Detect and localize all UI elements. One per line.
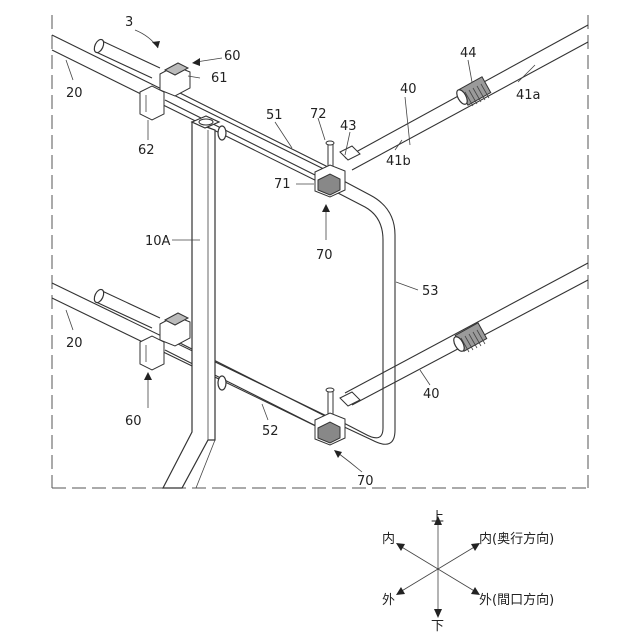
post-stubs	[218, 126, 226, 390]
arrow-70-bottom	[334, 450, 362, 472]
post-10A	[163, 116, 219, 488]
label-20-top: 20	[66, 86, 83, 101]
label-44: 44	[460, 46, 477, 61]
compass-up-label: 上	[431, 510, 444, 525]
label-40-top: 40	[400, 82, 417, 97]
pipe-52	[165, 338, 325, 428]
label-53: 53	[422, 284, 439, 299]
arrow-60-top	[192, 58, 222, 66]
label-41a: 41a	[516, 88, 541, 103]
label-3: 3	[125, 15, 133, 30]
label-52: 52	[262, 424, 279, 439]
label-40-bottom: 40	[423, 387, 440, 402]
arrow-60-bottom	[144, 372, 152, 408]
label-72: 72	[310, 107, 327, 122]
compass-outer-left-label: 外	[382, 593, 395, 608]
lower-pipe-40	[345, 263, 588, 405]
label-60-bottom: 60	[125, 414, 142, 429]
label-60-top: 60	[224, 49, 241, 64]
pipe-51	[165, 88, 330, 180]
label-41b: 41b	[386, 154, 411, 169]
compass-inner-right-label: 内(奥行方向)	[479, 531, 554, 547]
compass-outer-right-label: 外(間口方向)	[479, 592, 554, 608]
arrow-3	[135, 30, 160, 48]
label-51: 51	[266, 108, 283, 123]
compass-down-label: 下	[431, 619, 444, 634]
label-70-top: 70	[316, 248, 333, 263]
compass-inner-left-label: 内	[382, 531, 395, 547]
label-20-bottom: 20	[66, 336, 83, 351]
label-43: 43	[340, 119, 357, 134]
pipe-53	[336, 178, 395, 444]
label-71: 71	[274, 177, 291, 192]
connector-70-lower	[315, 388, 360, 445]
label-62: 62	[138, 143, 155, 158]
clamp-60-upper	[140, 63, 190, 120]
direction-compass	[396, 516, 480, 618]
leader-lines	[66, 60, 535, 420]
label-10A: 10A	[145, 234, 171, 249]
label-61: 61	[211, 71, 228, 86]
label-70-bottom: 70	[357, 474, 374, 489]
arrow-70-top	[322, 204, 330, 240]
